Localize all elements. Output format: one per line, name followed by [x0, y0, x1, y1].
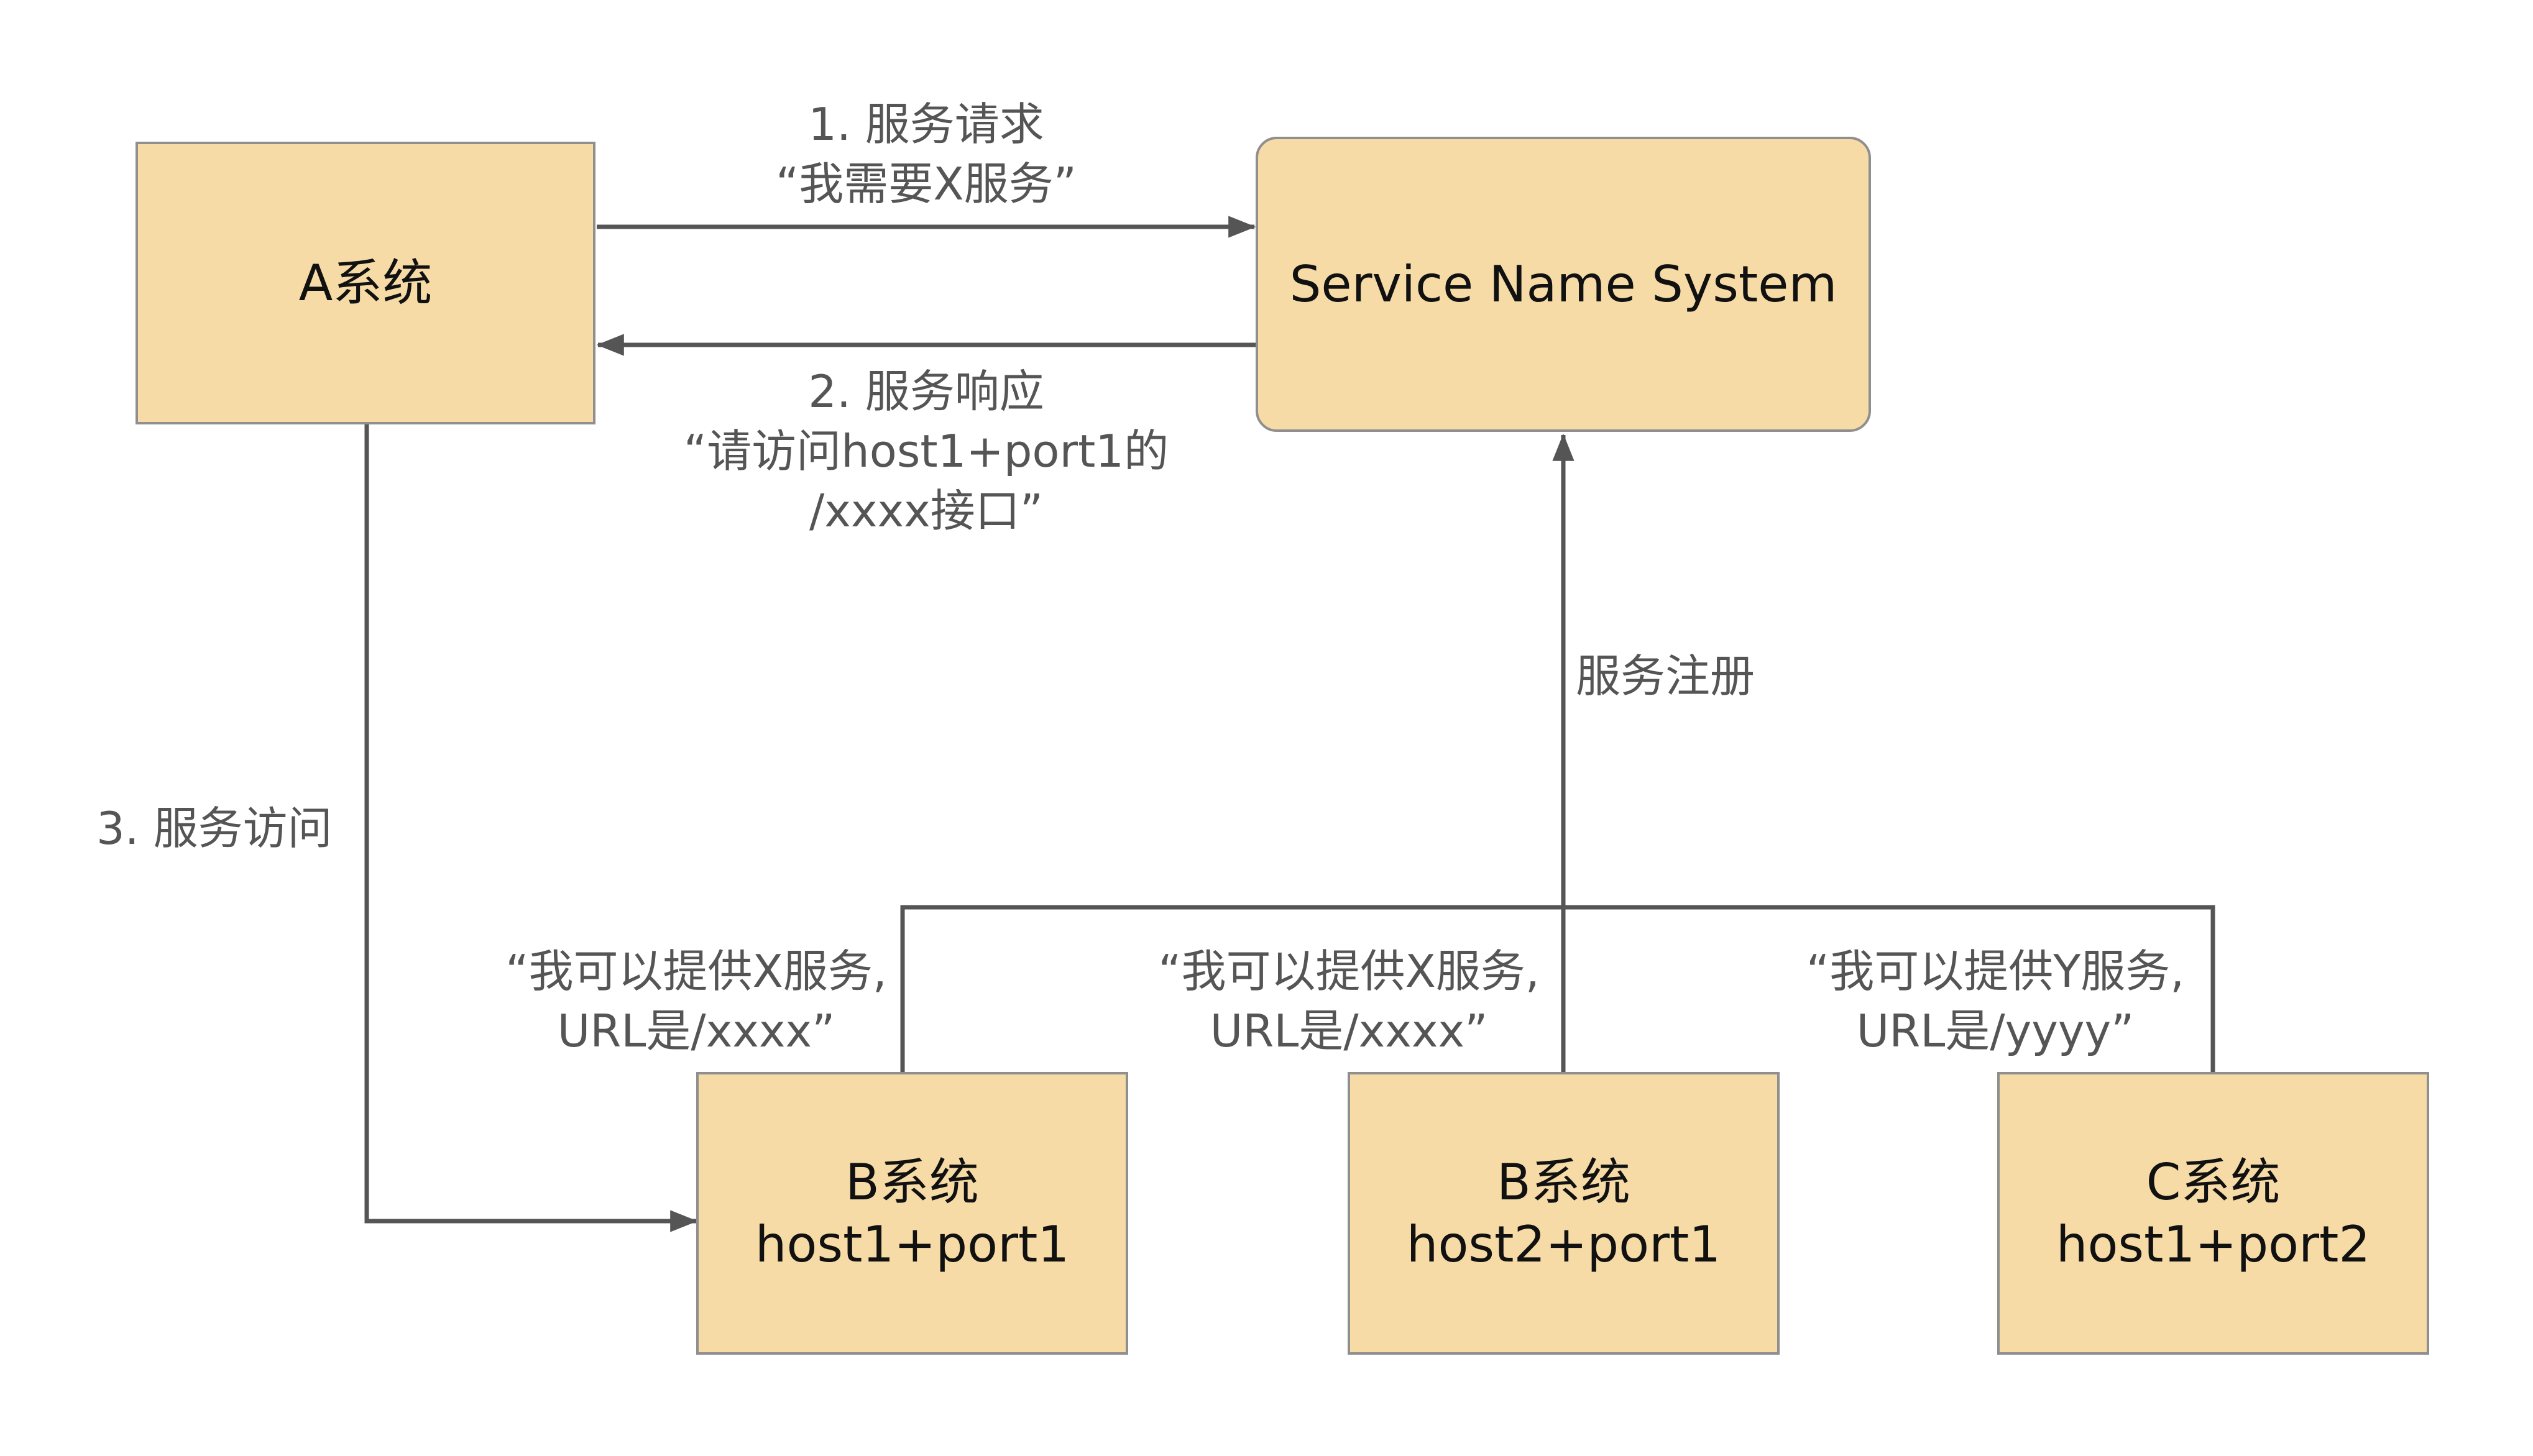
b-system-2-address: host2+port1 [1406, 1215, 1721, 1273]
request-label-line2: “我需要X服务” [776, 158, 1077, 210]
b-system-1-address: host1+port1 [755, 1215, 1070, 1273]
b-system-1-box: B系统 host1+port1 [696, 1072, 1128, 1355]
registration-bus [900, 905, 2215, 1072]
a-system-box: A系统 [136, 142, 595, 424]
service-name-system-title: Service Name System [1289, 255, 1837, 313]
b-system-1-title: B系统 [845, 1153, 979, 1211]
a-system-title: A系统 [298, 254, 433, 312]
b-system-2-offer-label: “我可以提供X服务, URL是/xxxx” [1144, 941, 1554, 1061]
access-arrow [364, 424, 698, 1232]
response-label-line3: /xxxx接口” [809, 485, 1043, 537]
c-system-title: C系统 [2146, 1153, 2281, 1211]
b-system-1-offer-label: “我可以提供X服务, URL是/xxxx” [491, 941, 901, 1061]
b-system-1-offer-line2: URL是/xxxx” [557, 1005, 835, 1057]
c-system-box: C系统 host1+port2 [1997, 1072, 2429, 1355]
c-system-offer-line2: URL是/yyyy” [1856, 1005, 2135, 1057]
access-label: 3. 服务访问 [96, 799, 357, 858]
b-system-2-offer-line2: URL是/xxxx” [1210, 1005, 1488, 1057]
request-label-line1: 1. 服务请求 [808, 98, 1044, 150]
c-system-offer-label: “我可以提供Y服务, URL是/yyyy” [1790, 941, 2200, 1061]
c-system-address: host1+port2 [2056, 1215, 2371, 1273]
request-label: 1. 服务请求 “我需要X服务” [733, 94, 1119, 214]
access-label-line1: 3. 服务访问 [96, 802, 333, 854]
response-label-line1: 2. 服务响应 [808, 365, 1044, 418]
response-label: 2. 服务响应 “请访问host1+port1的 /xxxx接口” [665, 362, 1187, 541]
c-system-offer-line1: “我可以提供Y服务, [1806, 945, 2185, 997]
response-label-line2: “请访问host1+port1的 [683, 425, 1169, 477]
register-label: 服务注册 [1576, 646, 1787, 706]
b-system-2-box: B系统 host2+port1 [1348, 1072, 1780, 1355]
b-system-1-offer-line1: “我可以提供X服务, [505, 945, 887, 997]
service-name-system-box: Service Name System [1256, 137, 1871, 432]
b-system-2-offer-line1: “我可以提供X服务, [1158, 945, 1540, 997]
register-label-line1: 服务注册 [1576, 650, 1755, 702]
b-system-2-title: B系统 [1497, 1153, 1630, 1211]
